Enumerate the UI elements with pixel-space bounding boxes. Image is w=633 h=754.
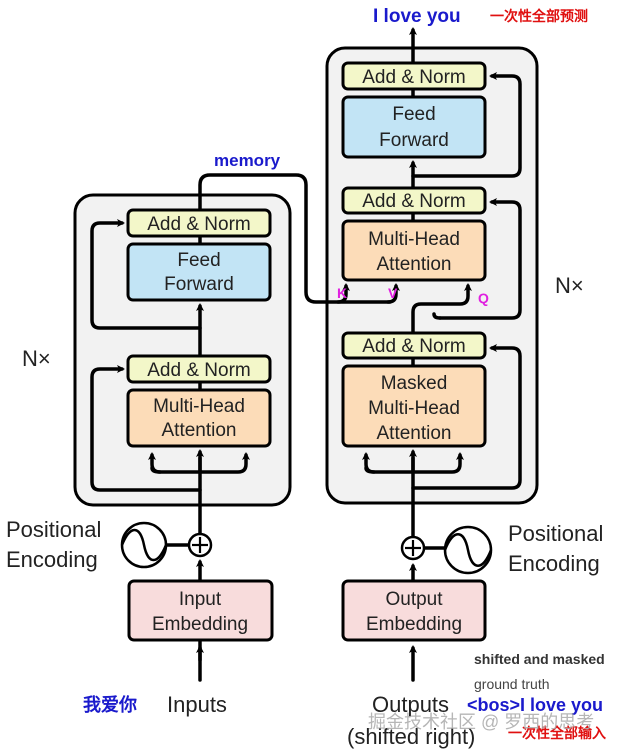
decoder-feed-forward: Feed Forward	[341, 95, 487, 159]
encoder-mha-label-1: Multi-Head	[153, 396, 245, 417]
output-embedding: Output Embedding	[341, 579, 487, 642]
inputs-example: 我爱你	[83, 694, 137, 715]
decoder-add-norm-top-label: Add & Norm	[362, 67, 465, 88]
inputs-label: Inputs	[167, 692, 227, 717]
positional-encoding-left	[120, 521, 213, 569]
output-note: 一次性全部预测	[490, 8, 588, 24]
pos-enc-right-label-1: Positional	[508, 521, 603, 546]
pos-enc-left-label-1: Positional	[6, 517, 101, 542]
encoder-ff-label-1: Feed	[177, 250, 220, 271]
encoder-add-norm-bottom: Add & Norm	[126, 354, 272, 384]
outputs-example: <bos>I love you	[467, 695, 603, 715]
positional-encoding-right	[400, 525, 493, 575]
encoder-multi-head-attention: Multi-Head Attention	[126, 388, 272, 448]
query-label: Q	[478, 290, 489, 306]
decoder-ff-label-1: Feed	[392, 104, 435, 125]
encoder-mha-label-2: Attention	[162, 420, 237, 441]
decoder-connections	[362, 27, 522, 682]
output-embedding-label-1: Output	[385, 589, 443, 610]
outputs-shifted-label: (shifted right)	[347, 724, 475, 749]
memory-label: memory	[214, 151, 281, 170]
input-embedding-label-2: Embedding	[152, 614, 248, 635]
decoder-add-norm-top: Add & Norm	[341, 61, 487, 91]
pos-enc-left-label-2: Encoding	[6, 547, 98, 572]
encoder-ff-label-2: Forward	[164, 274, 234, 295]
encoder-container	[73, 193, 292, 507]
outputs-label: Outputs	[372, 692, 449, 717]
input-embedding-label-1: Input	[179, 589, 222, 610]
key-label: K	[337, 285, 347, 301]
pos-enc-right-label-2: Encoding	[508, 551, 600, 576]
outputs-note: 一次性全部输入	[508, 725, 606, 741]
output-embedding-label-2: Embedding	[366, 614, 462, 635]
encoder-repeat-label: N×	[22, 346, 51, 371]
decoder-repeat-label: N×	[555, 273, 584, 298]
decoder-cross-attn-label-1: Multi-Head	[368, 229, 460, 250]
encoder-feed-forward: Feed Forward	[126, 242, 272, 302]
decoder-add-norm-bottom-label: Add & Norm	[362, 336, 465, 357]
decoder-masked-label-2: Multi-Head	[368, 398, 460, 419]
decoder-masked-attention: Masked Multi-Head Attention	[341, 364, 487, 448]
decoder-cross-attention: Multi-Head Attention	[341, 219, 487, 282]
encoder-add-norm-top: Add & Norm	[126, 208, 272, 238]
watermark: 掘金技术社区 @ 罗西的思考	[368, 712, 594, 732]
decoder-masked-label-1: Masked	[381, 373, 448, 394]
shifted-note: shifted and masked	[474, 651, 605, 667]
decoder-cross-attn-label-2: Attention	[377, 254, 452, 275]
decoder-add-norm-bottom: Add & Norm	[341, 331, 487, 360]
ground-truth-note: ground truth	[474, 676, 550, 692]
decoder-add-norm-mid-label: Add & Norm	[362, 191, 465, 212]
value-label: V	[388, 285, 398, 301]
decoder-masked-label-3: Attention	[377, 423, 452, 444]
encoder-add-norm-top-label: Add & Norm	[147, 214, 250, 235]
output-text: I love you	[373, 6, 461, 27]
encoder-add-norm-bottom-label: Add & Norm	[147, 360, 250, 381]
decoder-ff-label-2: Forward	[379, 130, 449, 151]
decoder-add-norm-mid: Add & Norm	[341, 186, 487, 215]
input-embedding: Input Embedding	[127, 579, 274, 642]
